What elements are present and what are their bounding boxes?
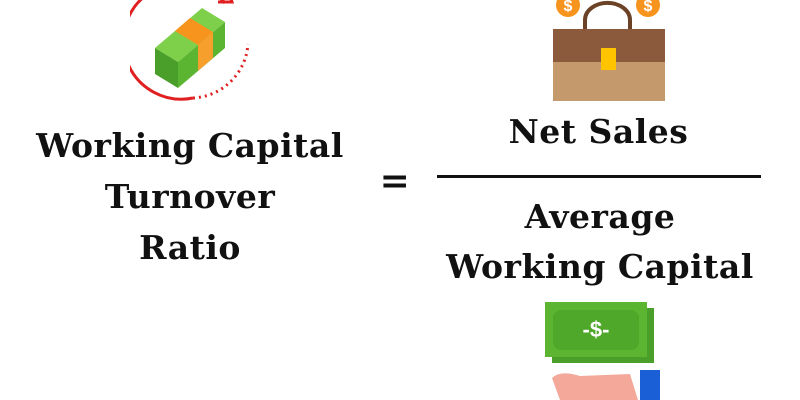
hand-cash-icon: -$- [545,302,660,400]
formula-lhs: Working Capital Turnover Ratio [10,120,370,273]
denominator-line: Average [524,197,676,236]
svg-text:$: $ [564,0,573,15]
bill-text: -$- [583,317,610,342]
numerator: Net Sales [508,112,689,151]
lhs-line: Working Capital [36,126,344,165]
denominator: Average Working Capital [430,192,770,292]
svg-text:$: $ [644,0,653,15]
lhs-line: Turnover [104,177,276,216]
fraction-bar [437,175,761,178]
equals-sign: = [379,160,411,202]
denominator-line: Working Capital [446,247,754,286]
briefcase-coins-icon: $ $ [553,0,665,101]
money-cycle-icon [130,0,250,101]
lhs-line: Ratio [139,228,241,267]
